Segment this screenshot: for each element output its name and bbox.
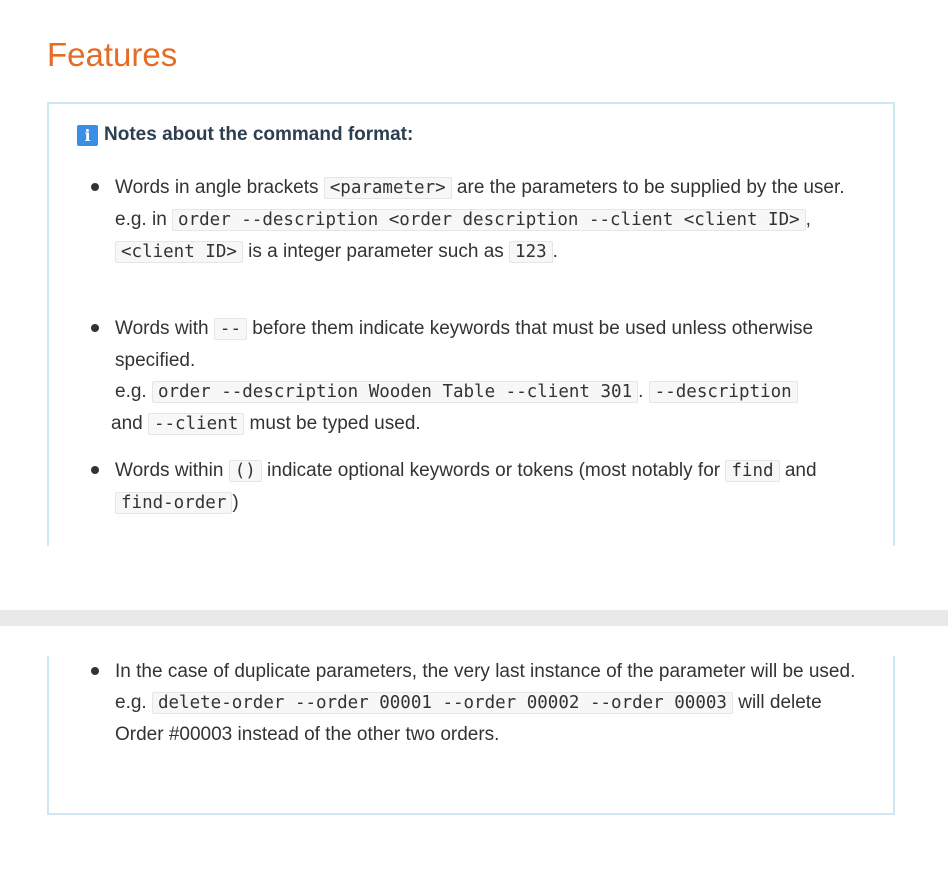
text: are the parameters to be supplied by the… <box>451 177 845 198</box>
notes-box: i Notes about the command format: Words … <box>47 102 895 546</box>
code-description-flag: --description <box>648 381 798 403</box>
text: and <box>111 413 148 434</box>
code-dashes: -- <box>213 318 247 340</box>
code-find: find <box>725 460 780 482</box>
text: will delete Order #00003 instead of the … <box>115 692 822 745</box>
text: e.g. in <box>115 209 173 230</box>
text: e.g. <box>115 381 152 402</box>
text: before them indicate keywords that must … <box>115 318 814 371</box>
list-item: In the case of duplicate parameters, the… <box>91 656 875 750</box>
list-item: Words with -- before them indicate keywo… <box>91 313 875 440</box>
code-parameter: <parameter> <box>323 177 452 199</box>
page-title: Features <box>47 36 178 73</box>
text: . <box>552 241 558 262</box>
list-item: Words in angle brackets <parameter> are … <box>91 172 875 268</box>
list-item: Words within () indicate optional keywor… <box>91 455 875 519</box>
text: indicate optional keywords or tokens (mo… <box>261 460 726 481</box>
code-number: 123 <box>509 241 553 263</box>
code-parens: () <box>228 460 262 482</box>
notes-box-continued: In the case of duplicate parameters, the… <box>47 656 895 815</box>
code-example: order --description Wooden Table --clien… <box>151 381 639 403</box>
code-example: delete-order --order 00001 --order 00002… <box>151 692 733 714</box>
text: . <box>638 381 649 402</box>
text: Words with <box>115 318 214 339</box>
info-icon: i <box>77 124 98 146</box>
code-example: order --description <order description -… <box>172 209 806 231</box>
text: , <box>805 209 811 230</box>
text: In the case of duplicate parameters, the… <box>115 661 856 682</box>
text: Words in angle brackets <box>115 177 324 198</box>
text: and <box>779 460 817 481</box>
code-find-order: find-order <box>115 492 233 514</box>
text: e.g. <box>115 692 152 713</box>
code-client-flag: --client <box>147 413 245 435</box>
text: ) <box>232 492 239 513</box>
code-client-id: <client ID> <box>115 241 243 263</box>
notes-title-text: Notes about the command format: <box>104 124 414 145</box>
text: is a integer parameter such as <box>242 241 510 262</box>
text: Words within <box>115 460 229 481</box>
text: must be typed used. <box>244 413 421 434</box>
notes-title: i Notes about the command format: <box>77 124 413 146</box>
page-break-band <box>0 610 948 626</box>
